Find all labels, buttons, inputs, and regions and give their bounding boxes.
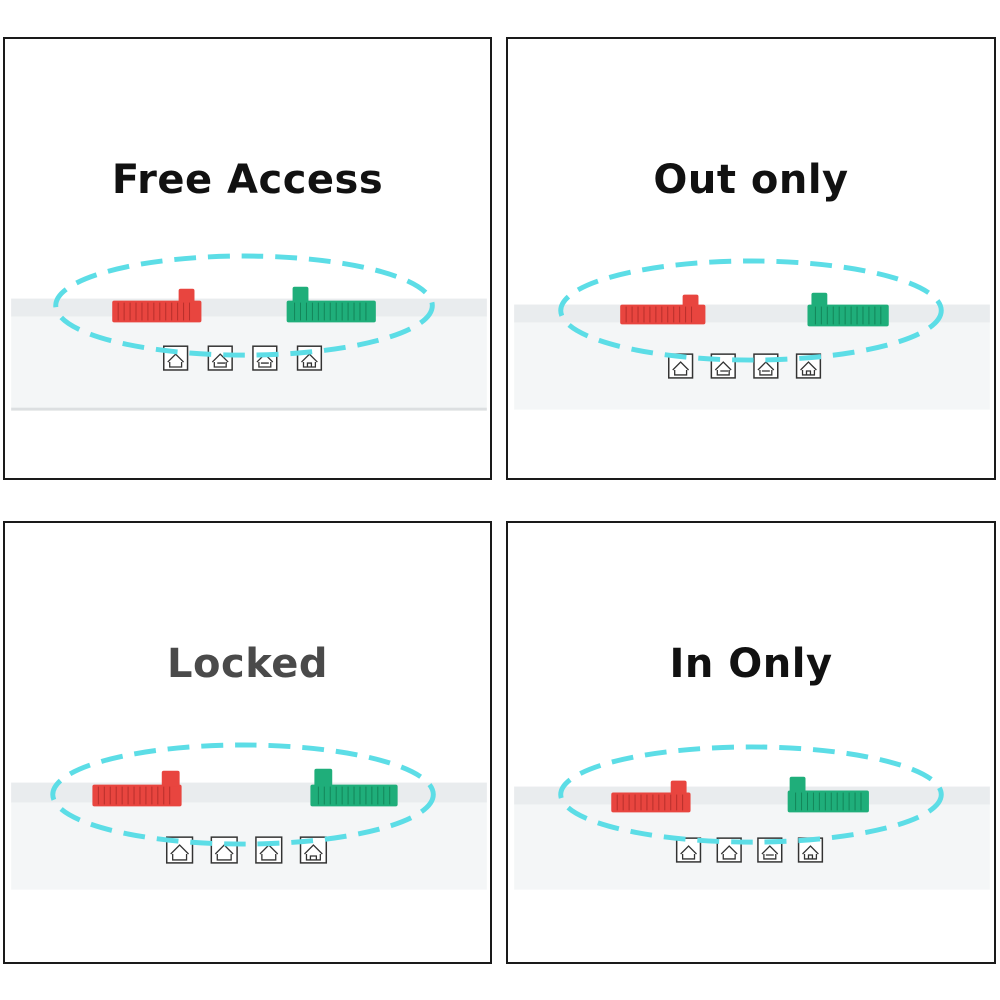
flap-illustration <box>514 744 990 890</box>
mode-title: Free Access <box>111 157 384 203</box>
exit-arrow-icon <box>210 836 238 864</box>
panel-in-only: In Only <box>506 521 996 964</box>
flap-illustration <box>11 742 487 890</box>
house-icon <box>675 837 702 863</box>
mode-title: Locked <box>167 641 328 687</box>
flap-illustration <box>11 253 487 411</box>
mode-title: In Only <box>669 641 833 687</box>
flap-illustration <box>514 258 990 410</box>
panel-locked: Locked <box>3 521 492 964</box>
flap-frame <box>11 298 487 411</box>
house-door-icon <box>797 837 824 863</box>
mode-icons <box>163 345 323 371</box>
dashed-highlight-ring <box>558 258 944 363</box>
mode-icons <box>675 837 824 863</box>
exit-arrow-icon <box>207 345 233 371</box>
dashed-highlight-ring <box>53 253 435 358</box>
green-lock-slider[interactable] <box>787 776 869 813</box>
flap-frame <box>514 786 990 890</box>
entry-arrow-icon <box>252 345 278 371</box>
red-lock-slider[interactable] <box>112 288 202 323</box>
dashed-highlight-ring <box>558 744 944 845</box>
green-lock-slider[interactable] <box>286 286 376 323</box>
red-lock-slider[interactable] <box>611 780 691 813</box>
flap-frame <box>514 304 990 410</box>
flap-frame <box>11 782 487 890</box>
entry-arrow-icon <box>753 353 779 379</box>
panel-out-only: Out only <box>506 37 996 480</box>
green-lock-slider[interactable] <box>807 292 889 327</box>
panel-free-access: Free Access <box>3 37 492 480</box>
mode-title: Out only <box>653 157 849 203</box>
red-lock-slider[interactable] <box>620 294 706 325</box>
green-lock-slider[interactable] <box>310 768 398 807</box>
red-lock-slider[interactable] <box>92 770 182 807</box>
dashed-highlight-ring <box>50 742 436 847</box>
